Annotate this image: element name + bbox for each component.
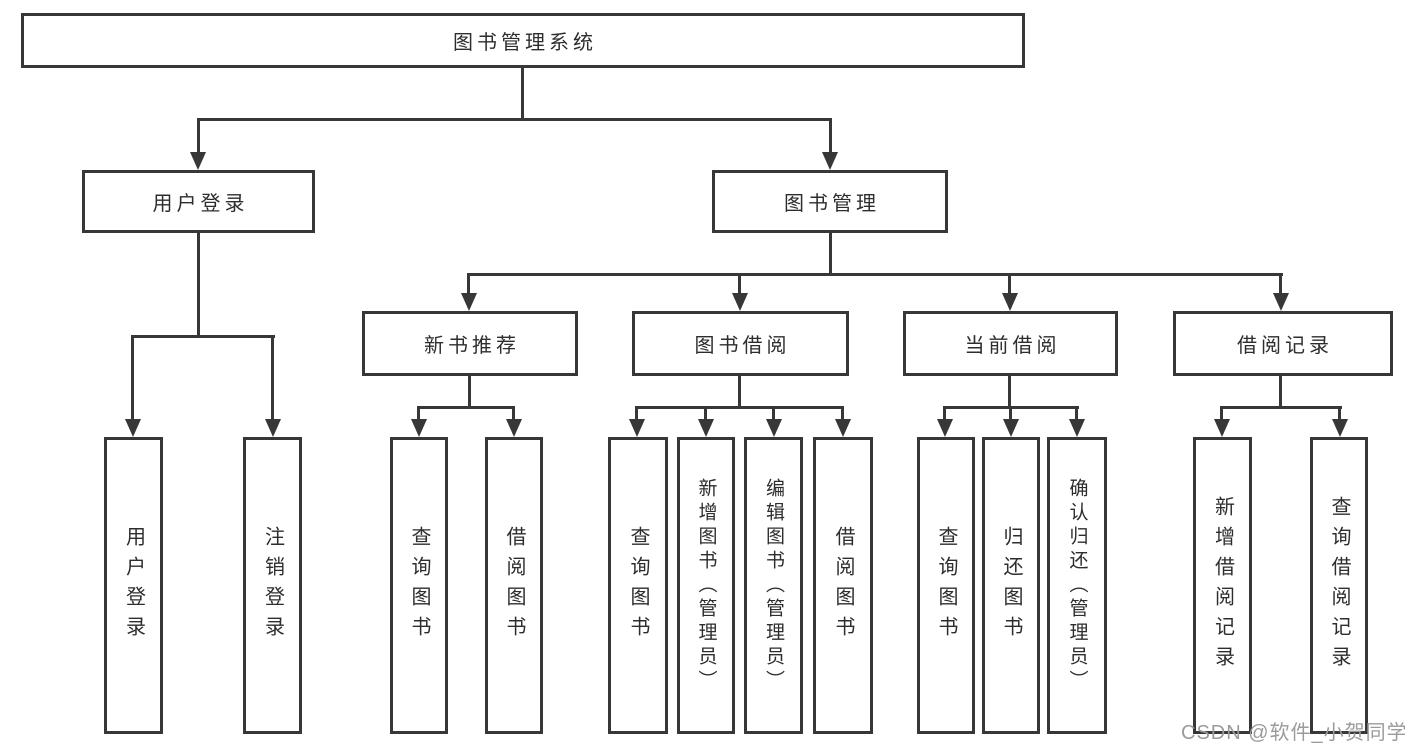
connector-drop-logout	[271, 335, 274, 421]
arrowhead-user-login	[190, 152, 206, 170]
csdn-watermark: CSDN @软件_小贺同学	[1181, 722, 1405, 744]
connector-drop	[1075, 406, 1078, 421]
node-label: 借阅记录	[1237, 335, 1333, 357]
leaf-add-borrow-record: 新增借阅记录	[1193, 437, 1252, 734]
connector-drop	[704, 406, 707, 421]
arrowhead	[835, 419, 851, 437]
arrowhead	[937, 419, 953, 437]
connector-drop	[841, 406, 844, 421]
arrowhead-book-mgmt	[822, 152, 838, 170]
leaf-confirm-return-admin: 确认归还（管理员）	[1047, 437, 1107, 734]
node-user-login: 用户登录	[82, 170, 315, 233]
connector-level3-branch	[468, 273, 1283, 276]
connector-stem-current-borrow	[1008, 376, 1011, 406]
connector-drop	[1009, 406, 1012, 421]
connector-stem-book-borrow	[738, 376, 741, 406]
arrowhead-logout	[265, 419, 281, 437]
arrowhead-new-book	[461, 293, 477, 311]
connector-drop-new-book	[467, 273, 470, 295]
leaf-label: 确认归还（管理员）	[1066, 477, 1088, 694]
connector-drop-user-login	[197, 118, 200, 154]
arrowhead-login	[125, 419, 141, 437]
leaf-borrow-books-2: 借阅图书	[813, 437, 873, 734]
connector-level2-branch	[197, 118, 832, 121]
leaf-label: 新增图书（管理员）	[695, 477, 717, 694]
connector-drop	[772, 406, 775, 421]
connector-drop-borrow-record	[1279, 273, 1282, 295]
node-label: 图书管理系统	[453, 32, 597, 54]
node-book-management: 图书管理	[712, 170, 948, 233]
leaf-label: 查询图书	[408, 525, 430, 646]
leaf-label: 注销登录	[261, 525, 284, 646]
connector-drop	[1338, 406, 1341, 421]
node-label: 当前借阅	[964, 335, 1061, 357]
leaf-label: 用户登录	[122, 525, 145, 646]
leaf-label: 编辑图书（管理员）	[763, 477, 784, 694]
node-label: 用户登录	[152, 193, 249, 215]
leaf-query-books-3: 查询图书	[917, 437, 975, 734]
connector-drop	[635, 406, 638, 421]
leaf-label: 查询图书	[627, 525, 649, 646]
leaf-label: 查询图书	[935, 525, 957, 646]
arrowhead-book-borrow	[732, 293, 748, 311]
node-current-borrowing: 当前借阅	[903, 311, 1118, 376]
connector-drop-book-borrow	[738, 273, 741, 295]
connector-drop	[943, 406, 946, 421]
connector-stem-new-book	[468, 376, 471, 406]
leaf-query-borrow-record: 查询借阅记录	[1310, 437, 1368, 734]
node-label: 新书推荐	[424, 335, 520, 357]
leaf-add-books-admin: 新增图书（管理员）	[677, 437, 735, 734]
node-label: 图书借阅	[694, 335, 791, 357]
arrowhead	[506, 419, 522, 437]
arrowhead	[411, 419, 427, 437]
connector-user-login-branch	[132, 335, 275, 338]
leaf-query-books-1: 查询图书	[390, 437, 448, 734]
connector-drop	[1220, 406, 1223, 421]
connector-drop-book-mgmt	[829, 118, 832, 154]
node-book-management-system: 图书管理系统	[21, 13, 1025, 68]
node-borrow-records: 借阅记录	[1173, 311, 1393, 376]
connector-branch-borrow-record	[1220, 406, 1342, 409]
connector-drop-login	[131, 335, 134, 421]
leaf-return-books: 归还图书	[982, 437, 1040, 734]
connector-drop	[417, 406, 420, 421]
node-label: 图书管理	[784, 193, 880, 215]
leaf-label: 查询借阅记录	[1328, 495, 1350, 676]
connector-branch-new-book	[417, 406, 515, 409]
connector-user-login-stem	[197, 233, 200, 335]
connector-root-stem	[521, 68, 524, 118]
arrowhead-borrow-record	[1273, 293, 1289, 311]
connector-branch-book-borrow	[635, 406, 844, 409]
arrowhead	[1332, 419, 1348, 437]
connector-drop	[512, 406, 515, 421]
leaf-label: 归还图书	[1000, 525, 1022, 646]
arrowhead	[698, 419, 714, 437]
leaf-label: 借阅图书	[503, 525, 525, 646]
arrowhead	[1003, 419, 1019, 437]
node-book-borrowing: 图书借阅	[632, 311, 849, 376]
arrowhead	[1069, 419, 1085, 437]
connector-stem-borrow-record	[1279, 376, 1282, 406]
arrowhead	[766, 419, 782, 437]
leaf-borrow-books-1: 借阅图书	[485, 437, 543, 734]
leaf-label: 新增借阅记录	[1211, 495, 1234, 676]
leaf-user-login: 用户登录	[104, 437, 163, 734]
leaf-edit-books-admin: 编辑图书（管理员）	[744, 437, 803, 734]
leaf-label: 借阅图书	[832, 525, 854, 646]
connector-book-mgmt-stem	[829, 233, 832, 273]
arrowhead-current-borrow	[1002, 293, 1018, 311]
leaf-query-books-2: 查询图书	[608, 437, 668, 734]
arrowhead	[629, 419, 645, 437]
connector-drop-current-borrow	[1008, 273, 1011, 295]
leaf-logout: 注销登录	[243, 437, 302, 734]
node-new-book-recommend: 新书推荐	[362, 311, 578, 376]
arrowhead	[1214, 419, 1230, 437]
